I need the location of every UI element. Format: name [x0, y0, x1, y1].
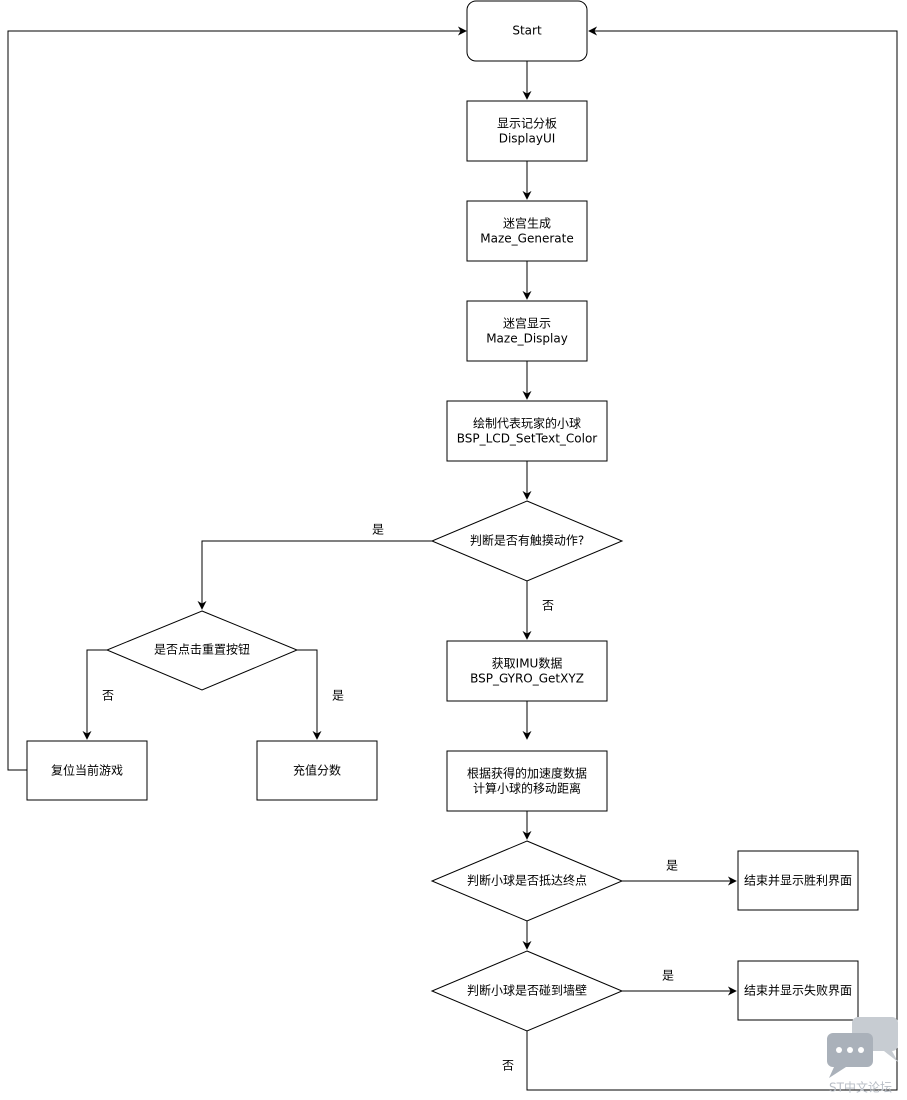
watermark-text: ST中文论坛 [829, 1080, 892, 1095]
label-reset-no: 否 [102, 689, 114, 703]
node-victory[interactable]: 结束并显示胜利界面 [737, 850, 859, 911]
start-shape [466, 0, 588, 62]
victory-label: 结束并显示胜利界面 [744, 873, 852, 888]
node-get-imu[interactable]: 获取IMU数据 BSP_GYRO_GetXYZ [446, 640, 608, 702]
draw-ball-label-line1: 绘制代表玩家的小球 [473, 416, 581, 431]
label-end-yes: 是 [666, 859, 678, 873]
reset-decision-shape [105, 610, 299, 691]
node-maze-generate[interactable]: 迷宫生成 Maze_Generate [466, 200, 588, 262]
reset-game-label: 复位当前游戏 [51, 763, 123, 778]
watermark: ST中文论坛 [827, 1017, 898, 1095]
maze-display-label-line1: 迷宫显示 [503, 316, 551, 331]
end-decision-shape [430, 840, 624, 922]
label-touch-no: 否 [542, 599, 554, 613]
get-imu-shape [446, 640, 608, 702]
calc-distance-label-line2: 计算小球的移动距离 [473, 781, 581, 796]
display-ui-shape [466, 100, 588, 162]
display-ui-label-line1: 显示记分板 [497, 117, 557, 131]
recharge-score-shape [256, 740, 378, 801]
maze-generate-label-line1: 迷宫生成 [503, 216, 551, 231]
maze-display-shape [466, 300, 588, 362]
edge-reset-no [82, 649, 107, 740]
label-wall-no: 否 [502, 1059, 514, 1073]
get-imu-label-line2: BSP_GYRO_GetXYZ [470, 672, 584, 686]
wall-decision-shape [430, 950, 624, 1032]
node-calc-distance[interactable]: 根据获得的加速度数据 计算小球的移动距离 [446, 750, 608, 812]
node-failure[interactable]: 结束并显示失败界面 [737, 960, 859, 1021]
node-draw-ball[interactable]: 绘制代表玩家的小球 BSP_LCD_SetText_Color [446, 400, 608, 462]
calc-distance-shape [446, 750, 608, 812]
touch-decision-label: 判断是否有触摸动作? [470, 533, 584, 548]
calc-distance-label-line1: 根据获得的加速度数据 [467, 766, 587, 781]
start-label: Start [512, 24, 542, 38]
recharge-score-label: 充值分数 [293, 763, 341, 778]
node-start[interactable]: Start [466, 0, 588, 62]
node-maze-display[interactable]: 迷宫显示 Maze_Display [466, 300, 588, 362]
maze-generate-shape [466, 200, 588, 262]
maze-display-label-line2: Maze_Display [486, 332, 568, 346]
edges [7, 26, 898, 1091]
edge-touch-yes [197, 540, 432, 610]
edge-reset-game-loop [7, 26, 467, 771]
edge-reset-yes [297, 649, 322, 740]
end-decision-label: 判断小球是否抵达终点 [467, 873, 587, 888]
failure-label: 结束并显示失败界面 [744, 983, 852, 998]
touch-decision-shape [430, 500, 624, 582]
node-end-decision[interactable]: 判断小球是否抵达终点 [430, 840, 624, 922]
node-recharge-score[interactable]: 充值分数 [256, 740, 378, 801]
label-touch-yes: 是 [372, 523, 384, 537]
reset-decision-label: 是否点击重置按钮 [154, 642, 250, 657]
label-wall-yes: 是 [662, 969, 674, 983]
get-imu-label-line1: 获取IMU数据 [492, 656, 563, 671]
chat-bubble-icon [827, 1017, 898, 1078]
victory-shape [737, 850, 859, 911]
draw-ball-label-line2: BSP_LCD_SetText_Color [457, 432, 598, 446]
draw-ball-shape [446, 400, 608, 462]
node-reset-decision[interactable]: 是否点击重置按钮 [105, 610, 299, 691]
node-wall-decision[interactable]: 判断小球是否碰到墙壁 [430, 950, 624, 1032]
node-display-ui[interactable]: 显示记分板 DisplayUI [466, 100, 588, 162]
label-reset-yes: 是 [332, 689, 344, 703]
wall-decision-label: 判断小球是否碰到墙壁 [467, 983, 587, 998]
edge-labels: 是 否 否 是 是 是 否 [102, 523, 678, 1073]
failure-shape [737, 960, 859, 1021]
node-touch-decision[interactable]: 判断是否有触摸动作? [430, 500, 624, 582]
display-ui-label-line2: DisplayUI [499, 132, 556, 146]
maze-generate-label-line2: Maze_Generate [480, 232, 573, 246]
node-reset-game[interactable]: 复位当前游戏 [26, 740, 148, 801]
reset-game-shape [26, 740, 148, 801]
edge-wall-no-loop [526, 26, 898, 1091]
